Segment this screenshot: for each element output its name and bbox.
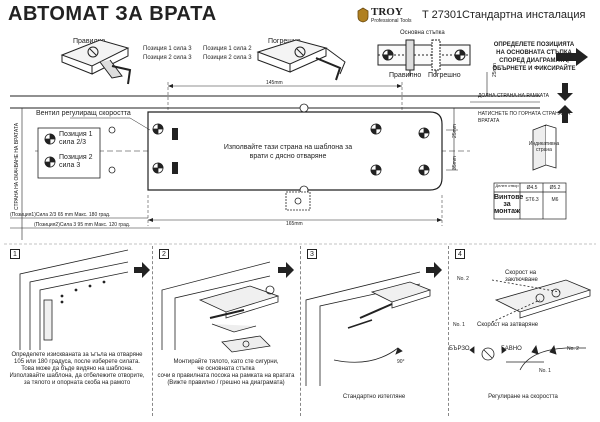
step-2-drawing — [161, 261, 280, 353]
indicative-door-drawing — [532, 124, 557, 171]
arrow-right-icon — [426, 262, 442, 278]
step-2-number: 2 — [159, 249, 169, 259]
model-number: T 27301 — [422, 9, 463, 21]
wrong-position-1: Позиция 1 сила 2 — [203, 46, 252, 52]
dim-top: 145mm — [266, 80, 283, 86]
slow-label: БАВНО — [501, 346, 522, 352]
template-center-text: Изполвайте тази страна на шаблона за вра… — [223, 144, 353, 160]
dim-far-right: 25mm — [492, 63, 498, 77]
step-4-panel: 4 No. 2 Скорост на заключване No. 1 Скор… — [448, 246, 596, 416]
base-step-drawing — [377, 39, 471, 76]
dim-right-bottom: 35mm — [451, 156, 458, 170]
step-1-panel: 1 Определете изискваната за ъгъла на отв… — [4, 246, 150, 416]
dim-right-top: 25mm — [451, 124, 458, 138]
step-4-no2-top: No. 2 — [457, 276, 469, 282]
table-value-st63: ST6.3 — [525, 197, 539, 203]
position-1-note: (Позиция1)Сила 2/3 65 mm Макс. 180 град. — [10, 212, 111, 218]
fast-label: БЪРЗО — [449, 346, 470, 352]
template-hole-marks — [108, 103, 430, 195]
step-4-no1-top: No. 1 — [453, 322, 465, 328]
speed-shutting-label: Скорост на затваряне — [477, 322, 539, 328]
step-3-drawing — [305, 271, 432, 386]
closer-correct-drawing — [60, 39, 132, 85]
table-row-label: Винтове за монтаж — [494, 194, 524, 215]
step-1-caption: Определете изискваната за ъгъла на отвар… — [9, 352, 145, 386]
table-header-d45: Ø4.5 — [526, 185, 538, 191]
step-4-drawing — [469, 279, 592, 371]
brand-name: TROY — [371, 6, 403, 18]
table-header-d52: Ø5.2 — [549, 185, 561, 191]
bottom-frame-label: ДОЛНА СТРАНА НА РАМКАТА — [478, 93, 549, 99]
wrong-position-2: Позиция 2 сила 3 — [203, 55, 252, 61]
brand-emblem-icon — [357, 7, 369, 23]
step-2-caption: Монтирайте тялото, като сте сигурни, че … — [157, 359, 295, 386]
step-4-number: 4 — [455, 249, 465, 259]
screw-table-grid — [493, 182, 567, 220]
step-1-number: 1 — [10, 249, 20, 259]
position-2-label: Позиция 2 сила 3 — [59, 154, 93, 169]
step-1-drawing — [19, 249, 129, 350]
page-subtitle: Стандартна инсталация — [462, 9, 586, 21]
position-1-label: Позиция 1 сила 2/3 — [59, 131, 93, 146]
correct-position-2: Позиция 2 сила 3 — [143, 55, 192, 61]
valve-label: Вентил регулиращ скоростта — [36, 110, 131, 117]
step-4-no2-bottom: No. 2 — [567, 346, 579, 352]
closer-wrong-drawing — [256, 39, 346, 81]
step-3-panel: 3 90° Стандартно изтегляне — [300, 246, 446, 416]
correct-label: Правилно — [73, 38, 106, 45]
table-value-m6: M6 — [551, 197, 559, 203]
step-3-number: 3 — [307, 249, 317, 259]
step-3-caption: Стандартно изтегляне — [342, 394, 406, 400]
page-title: АВТОМАТ ЗА ВРАТА — [8, 3, 217, 25]
base-step-correct: Правилно — [389, 72, 422, 79]
position-2-note: (Позиция2)Сила 3 95 mm Макс. 120 град. — [34, 222, 131, 228]
arrow-right-icon — [134, 262, 150, 278]
speed-closing-label: Скорост на заключване — [505, 270, 538, 283]
indicative-side-label: Индикативна страна — [528, 141, 560, 153]
dim-bottom: 165mm — [286, 221, 303, 227]
arrow-right-icon — [556, 48, 588, 66]
hinge-side-label: СТРАНА НА ОКАЧВАНЕ НА ВРАТАТА — [14, 122, 20, 210]
table-header-hole: Делен отвор — [495, 183, 519, 188]
arrow-right-icon — [278, 262, 294, 278]
correct-position-1: Позиция 1 сила 3 — [143, 46, 192, 52]
step-4-no1-bottom: No. 1 — [539, 368, 551, 374]
top-frame-label: НАТИСНЕТЕ ПО ГОРНАТА СТРАНА НА ВРАТАТА — [478, 111, 571, 124]
arrow-down-icon — [557, 83, 573, 101]
step-4-caption: Регулиране на скоростта — [488, 394, 558, 400]
define-position-note: ОПРЕДЕЛЕТЕ ПОЗИЦИЯТА НА ОСНОВНАТА СТЪПКА… — [492, 42, 576, 72]
wrong-label: Погрешно — [268, 38, 301, 45]
step-2-panel: 2 Монтирайте тялото, като сте сигурни, ч… — [152, 246, 298, 416]
base-step-wrong: Погрешно — [428, 72, 461, 79]
brand-logo: TROY Professional Tools — [357, 6, 421, 26]
base-step-title: Основна стъпка — [400, 30, 445, 36]
brand-subtitle: Professional Tools — [371, 18, 412, 24]
step-3-angle: 90° — [397, 359, 405, 365]
arrow-up-icon — [557, 105, 573, 123]
